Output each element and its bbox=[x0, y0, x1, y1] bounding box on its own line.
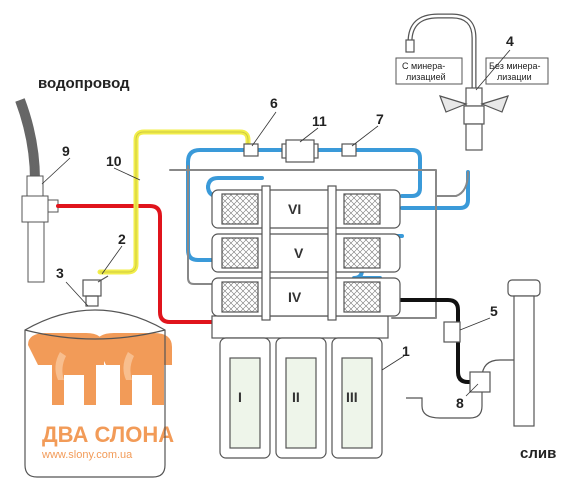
callout-6: 6 bbox=[270, 95, 278, 111]
callout-3: 3 bbox=[56, 265, 64, 281]
water-supply-pipe bbox=[15, 98, 59, 283]
without-mineralization-line2: лизации bbox=[497, 72, 532, 82]
faucet bbox=[405, 13, 509, 151]
filter-housings bbox=[211, 315, 389, 459]
callout-7: 7 bbox=[376, 111, 384, 127]
callouts bbox=[41, 49, 511, 397]
watermark-site: www.slony.com.ua bbox=[41, 449, 133, 461]
without-mineralization-line1: Без минера- bbox=[489, 61, 541, 71]
drain-siphon bbox=[406, 279, 541, 427]
callout-10: 10 bbox=[106, 153, 122, 169]
callout-numbers: 9 10 2 3 6 11 7 4 1 5 8 bbox=[56, 33, 514, 411]
with-mineralization-box bbox=[395, 57, 463, 85]
labels: водопровод слив С минера- лизацией Без м… bbox=[38, 57, 556, 462]
callout-11: 11 bbox=[312, 113, 327, 129]
stage-iii: III bbox=[346, 389, 358, 405]
membrane-stack bbox=[211, 185, 401, 321]
watermark-brand: ДВА СЛОНА bbox=[42, 422, 174, 447]
drain-label: слив bbox=[520, 445, 556, 462]
flow-restrictor bbox=[243, 139, 357, 163]
stage-v: V bbox=[294, 245, 304, 261]
stage-vi: VI bbox=[288, 201, 301, 217]
callout-8: 8 bbox=[456, 395, 464, 411]
without-mineralization-box bbox=[485, 57, 549, 85]
water-supply-label: водопровод bbox=[38, 75, 130, 92]
red-feed-tube bbox=[56, 204, 214, 324]
stage-ii: II bbox=[292, 389, 300, 405]
storage-tank bbox=[24, 275, 166, 478]
watermark-logo: ДВА СЛОНА www.slony.com.ua bbox=[28, 333, 174, 461]
callout-5: 5 bbox=[490, 303, 498, 319]
stage-numerals: I II III IV V VI bbox=[238, 201, 358, 405]
with-mineralization-line2: лизацией bbox=[406, 72, 446, 82]
with-mineralization-line1: С минера- bbox=[402, 61, 445, 71]
callout-2: 2 bbox=[118, 231, 126, 247]
callout-9: 9 bbox=[62, 143, 70, 159]
stage-i: I bbox=[238, 389, 242, 405]
stage-iv: IV bbox=[288, 289, 302, 305]
callout-1: 1 bbox=[402, 343, 410, 359]
blue-faucet-tube bbox=[400, 170, 470, 210]
callout-4: 4 bbox=[506, 33, 514, 49]
